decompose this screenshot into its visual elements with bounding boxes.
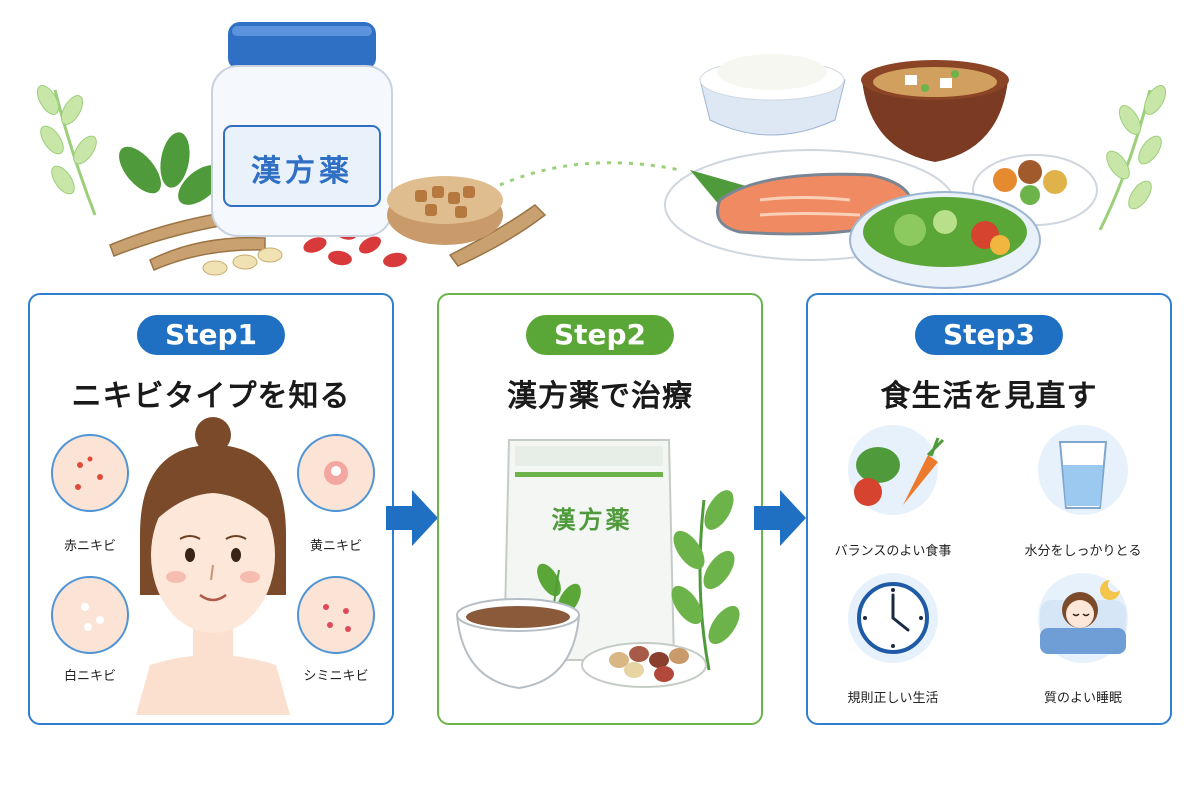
- step2-panel: Step2 漢方薬で治療: [437, 293, 763, 725]
- sleeping-icon: [1038, 573, 1128, 663]
- step3-badge: Step3: [914, 315, 1064, 355]
- herb-sprig-left: [36, 85, 97, 216]
- herb-bowl: [387, 176, 503, 245]
- step2-title: 漢方薬で治療: [507, 379, 693, 414]
- pack-label: 漢方薬: [551, 506, 633, 534]
- herb-plate-icon: [581, 642, 707, 688]
- red-acne-icon: [51, 434, 129, 512]
- connector-dots: [499, 161, 681, 187]
- yellow-acne-label: 黄ニキビ: [309, 539, 363, 554]
- stain-acne-icon: [297, 576, 375, 654]
- step3-title: 食生活を見直す: [880, 379, 1098, 414]
- clock-icon: [848, 573, 938, 663]
- water-glass-icon: [1038, 425, 1128, 515]
- arrow-right-icon: [386, 490, 438, 546]
- acne-illustration: [51, 417, 375, 715]
- medicine-jar: [211, 22, 393, 237]
- herbal-roots: [109, 204, 547, 271]
- good-sleep-label: 質のよい睡眠: [1043, 691, 1123, 706]
- woman-face-icon: [136, 417, 290, 715]
- herb-leaves: [119, 132, 222, 205]
- red-acne-label: 赤ニキビ: [63, 539, 117, 554]
- yellow-acne-icon: [297, 434, 375, 512]
- stain-acne-label: シミニキビ: [303, 669, 369, 684]
- jar-label: 漢方薬: [251, 154, 353, 189]
- white-acne-label: 白ニキビ: [63, 669, 117, 684]
- step2-badge: Step2: [525, 315, 675, 355]
- lifestyle-icons: [848, 425, 1128, 663]
- meal-illustration: [664, 54, 1098, 289]
- kampo-package-illustration: [455, 439, 740, 690]
- step3-panel: Step3 食生活を見直す: [806, 293, 1172, 725]
- herb-sprig-right: [1098, 85, 1167, 231]
- top-illustration: [36, 22, 1167, 289]
- step1-badge: Step1: [136, 315, 286, 355]
- vegetables-icon: [848, 425, 945, 515]
- white-acne-icon: [51, 576, 129, 654]
- tea-cup-icon: [455, 598, 581, 690]
- hydration-label: 水分をしっかりとる: [1024, 544, 1142, 559]
- arrow-right-icon: [754, 490, 806, 546]
- regular-life-label: 規則正しい生活: [847, 691, 939, 706]
- herb-slices: [202, 247, 283, 276]
- balanced-meal-label: バランスのよい食事: [834, 544, 952, 559]
- step1-panel: Step1 ニキビタイプを知る: [28, 293, 394, 725]
- step1-title: ニキビタイプを知る: [71, 379, 351, 414]
